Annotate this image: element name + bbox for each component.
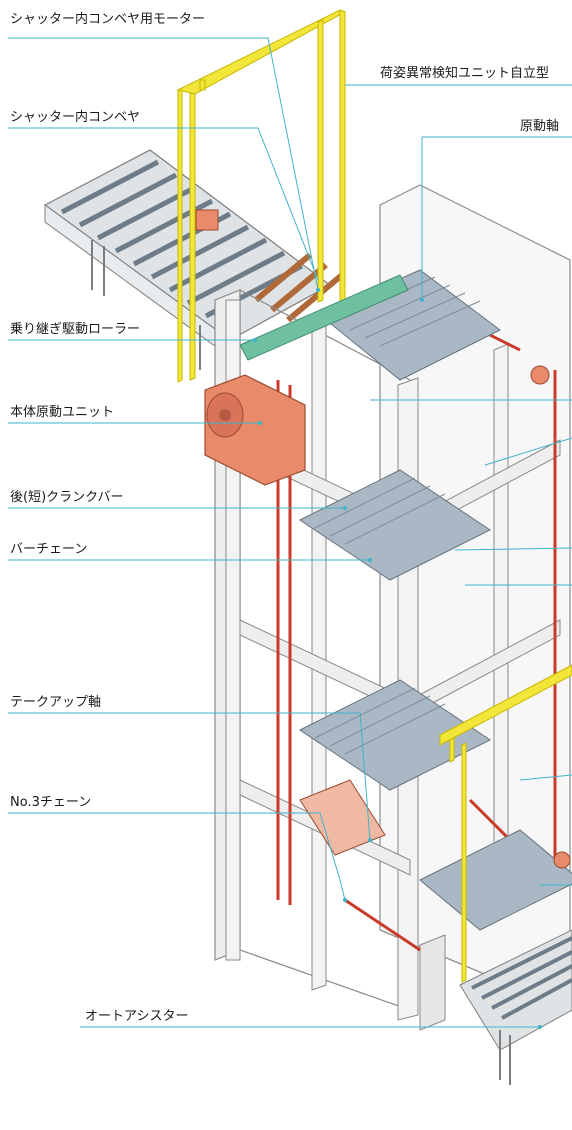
label-auto-assister: オートアシスター — [85, 1009, 189, 1024]
load-detect-gate — [176, 9, 347, 383]
label-load-detect-unit: 荷姿異常検知ユニット自立型 — [380, 66, 550, 81]
label-no3-chain: No.3チェーン — [10, 795, 92, 810]
shutter-conveyor — [43, 149, 344, 370]
relay-drive-roller — [239, 274, 409, 361]
label-rear-crank-bar: 後(短)クランクバー — [10, 490, 124, 505]
label-take-up-shaft: テークアップ軸 — [10, 695, 102, 710]
label-shutter-conveyor: シャッター内コンベヤ — [10, 110, 141, 125]
label-main-drive-unit: 本体原動ユニット — [10, 405, 115, 420]
label-drive-shaft: 原動軸 — [520, 119, 560, 134]
label-shutter-conveyor-motor: シャッター内コンベヤ用モーター — [10, 12, 206, 27]
label-relay-drive-roller: 乗り継ぎ駆動ローラー — [10, 322, 141, 337]
auto-assister — [439, 664, 572, 1085]
leader-lines — [8, 37, 572, 1029]
main-drive-unit — [204, 365, 571, 869]
label-bar-chain: バーチェーン — [10, 542, 88, 557]
